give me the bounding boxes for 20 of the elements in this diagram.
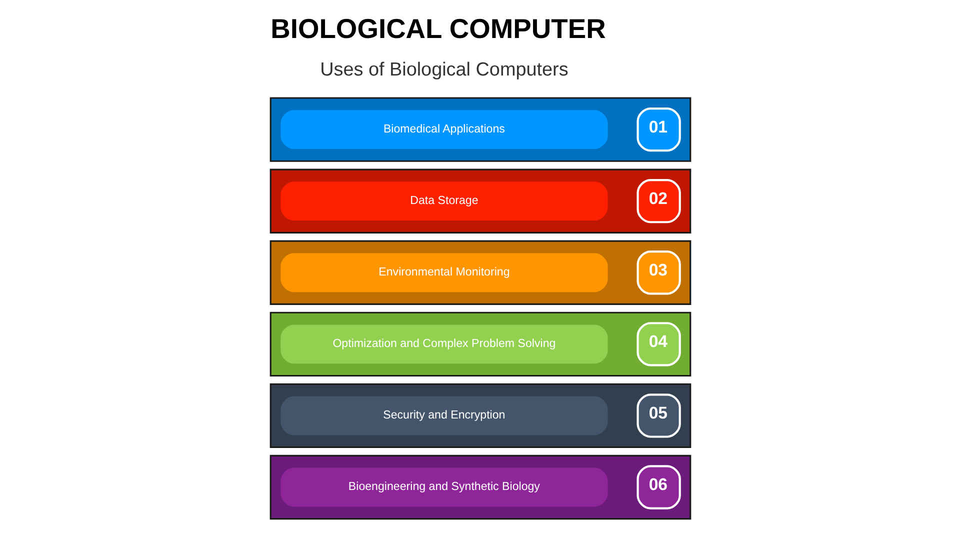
node-box: 06	[636, 465, 680, 510]
label: Uses of Biological Computers	[320, 59, 568, 80]
cluster	[269, 168, 691, 234]
cluster	[269, 312, 691, 377]
node-box: Biomedical Applications	[280, 110, 608, 150]
node-box: 05	[636, 394, 680, 438]
cluster	[269, 383, 691, 448]
node-box: 03	[636, 250, 680, 295]
node-box: 02	[636, 179, 680, 224]
cluster	[269, 97, 691, 162]
node-box: Bioengineering and Synthetic Biology	[280, 468, 608, 507]
node-box: 04	[636, 322, 680, 366]
node-box: 01	[636, 107, 680, 152]
node-box: Optimization and Complex Problem Solving	[280, 324, 608, 364]
node-box: Security and Encryption	[280, 396, 608, 436]
cluster	[269, 240, 691, 305]
cluster	[269, 454, 691, 520]
diagram-title: BIOLOGICAL COMPUTER	[270, 12, 606, 44]
node-box: Data Storage	[280, 182, 608, 221]
node-box: Environmental Monitoring	[280, 253, 608, 292]
